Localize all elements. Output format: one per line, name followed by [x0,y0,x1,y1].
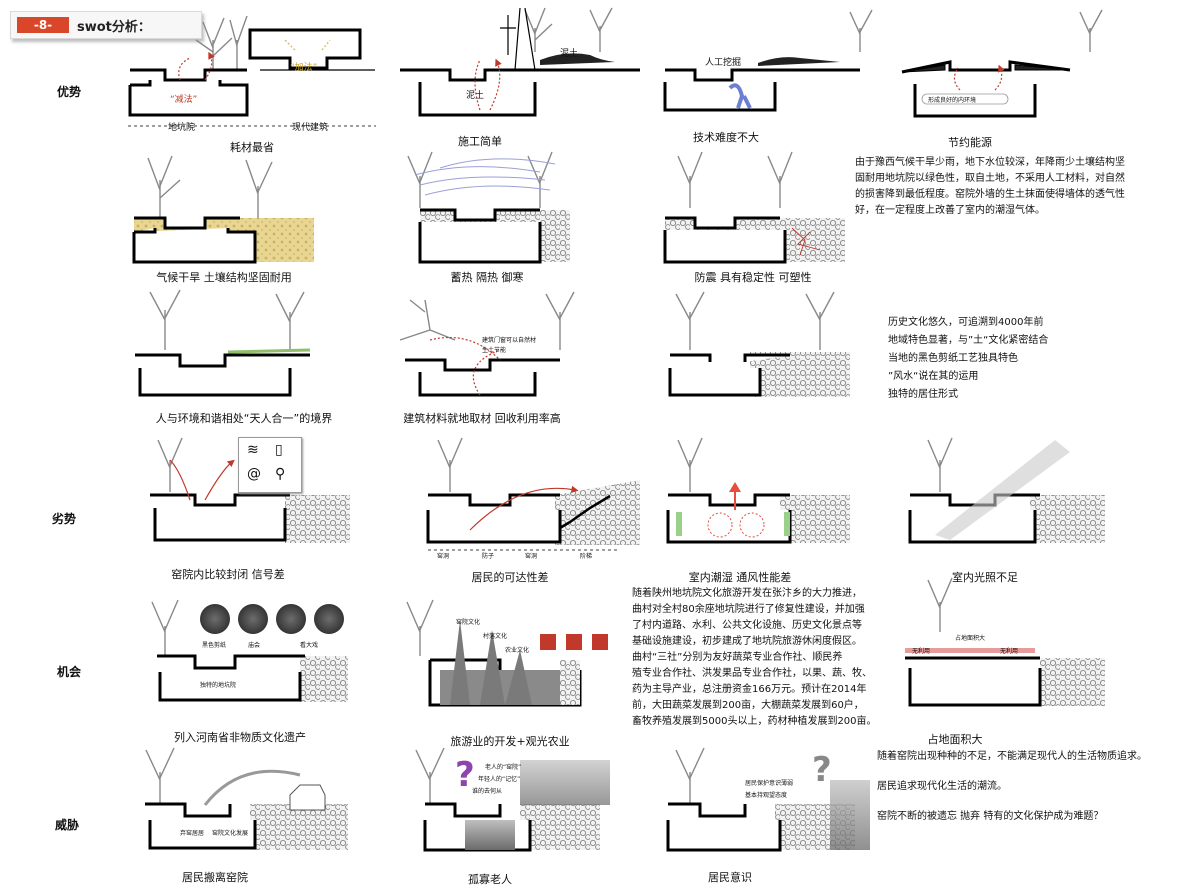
caption-s6: 蓄热 隔热 御寒 [450,271,524,284]
label-elder-3: 谁的去何从 [472,788,503,795]
weakness-diagram-4 [908,440,1105,544]
caption-s2: 施工简单 [458,135,502,148]
opportunity-diagram-2 [428,620,608,707]
label-cave-part-2: 防子 [482,553,495,560]
strength-diagram-5 [132,216,314,264]
label-modern: 现代建筑 [292,123,329,133]
strength-diagram-7 [663,216,845,264]
threat-diagram-1 [145,769,348,850]
weakness-diagram-3 [666,482,850,544]
label-dig: 人工挖掘 [705,58,742,68]
caption-w2: 居民的可达性差 [471,571,549,584]
antenna-icon: ⚲ [275,466,286,482]
strength-diagram-10 [668,352,850,397]
paragraph-threats: 随着窑院出现种种的不足，不能满足现代人的生活物质追求。 居民追求现代化生活的潮流… [877,751,1147,822]
caption-s9: 建筑材料就地取材 回收利用率高 [403,412,561,425]
label-unused-2: 无利用 [1000,648,1019,655]
label-land-area: 占地面积大 [955,635,986,642]
label-mud-1: 泥土 [466,91,485,101]
label-awareness-2: 基本持观望态度 [745,792,788,799]
caption-s7: 防震 具有稳定性 可塑性 [694,271,812,284]
row-label-weaknesses: 劣势 [52,512,77,526]
label-tourism-tag-2: 村落文化 [483,633,508,640]
strength-diagram-3 [663,57,860,112]
opportunity-diagram-1 [157,654,348,702]
label-mud-2: 泥土 [560,49,579,59]
label-elder-2: 年轻人的“记忆” [478,776,521,783]
label-tourism-tag-3: 农业文化 [505,647,530,654]
residents-photo [830,780,870,850]
section-number-badge: -8- [17,17,69,33]
caption-w4: 室内光照不足 [952,571,1018,584]
caption-o2: 旅游业的开发+观光农业 [450,735,570,748]
caption-t3: 居民意识 [708,871,752,884]
strength-diagram-2 [400,7,640,117]
paragraph-climate: 由于豫西气候干旱少雨，地下水位较深，年降雨少土壤结构坚 固耐用地坑院以绿色性，取… [855,157,1125,216]
row-label-strengths: 优势 [57,85,82,99]
caption-t2: 孤寡老人 [468,873,512,886]
caption-o3: 占地面积大 [927,733,983,746]
trees [145,7,1103,804]
question-mark-icon: ? [812,750,832,790]
label-tourism-tag-1: 窑院文化 [456,619,481,626]
label-elder-1: 老人的“窑院” [485,764,522,771]
weakness-diagram-1 [150,460,350,543]
label-cave-part-4: 阶梯 [580,553,593,560]
caption-s4: 节约能源 [948,136,992,149]
label-unused-1: 无利用 [912,648,931,655]
wifi-icon: ≋ [247,442,259,458]
label-opp-photo-1: 黑色剪纸 [202,642,227,649]
strength-diagram-4 [901,60,1071,118]
label-opp-photo-3: 看大戏 [300,642,319,649]
email-icon: @ [247,466,261,482]
label-structure-note: 建筑门窗可以自然材 [482,337,537,344]
section-title: swot分析： [77,20,151,35]
label-good-env: 形成良好的内环境 [928,97,977,104]
section-header: -8- swot分析： [10,11,202,39]
caption-s8: 人与环境和谐相处“天人合一”的境界 [155,412,333,425]
label-pit-house: 地坑院 [168,123,196,133]
label-awareness-1: 居民保护意识薄弱 [745,780,794,787]
label-cave-part-3: 窑洞 [525,553,538,560]
strength-diagram-9 [405,336,560,397]
paragraph-history: 历史文化悠久，可追溯到4000年前 地域特色显著，与”土“文化紧密结合 当地的黑… [888,317,1049,400]
row-label-opportunities: 机会 [57,665,82,679]
caption-o1: 列入河南省非物质文化遗产 [174,731,306,744]
label-cave-part-1: 窑洞 [437,553,450,560]
paragraph-tourism: 随着陕州地坑院文化旅游开发在张汴乡的大力推进， 曲村对全村80余座地坑院进行了修… [632,588,877,727]
caption-w3: 室内潮湿 通风性能差 [688,571,792,584]
opera-photo [276,604,306,634]
question-mark-icon: ? [455,755,475,795]
strength-diagram-6 [414,158,570,264]
label-modern-life: 窑院文化发展 [212,830,249,837]
strength-diagram-8 [135,348,311,397]
label-local-cuisine: 独特的地坑院 [200,682,237,689]
elder-photo [465,820,515,850]
crowd-photo [314,604,344,634]
caption-w1: 窑院内比较封闭 信号差 [171,568,285,581]
caption-s1: 耗材最省 [230,141,274,154]
label-add: “加法” [290,63,318,73]
villagers-photo [520,760,610,805]
label-structure-note-2: 生土节能 [482,347,507,354]
label-open-cave: 弃窑居居 [180,830,205,837]
phone-icon: ▯ [275,442,283,458]
caption-s5: 气候干旱 土壤结构坚固耐用 [156,271,292,284]
row-label-threats: 威胁 [55,818,80,832]
opportunity-diagram-3 [905,648,1105,707]
signal-icons-box: ≋ ▯ @ ⚲ [238,437,302,493]
label-opp-photo-2: 庙会 [248,642,261,649]
threat-diagram-3 [666,802,855,852]
caption-s3: 技术难度不大 [693,131,759,144]
temple-fair-photo [238,604,268,634]
paper-cut-photo [200,604,230,634]
weakness-diagram-2 [426,480,640,551]
strength-diagram-1 [128,28,376,127]
label-subtract: “减法” [170,95,198,105]
caption-t1: 居民搬离窑院 [182,871,248,884]
